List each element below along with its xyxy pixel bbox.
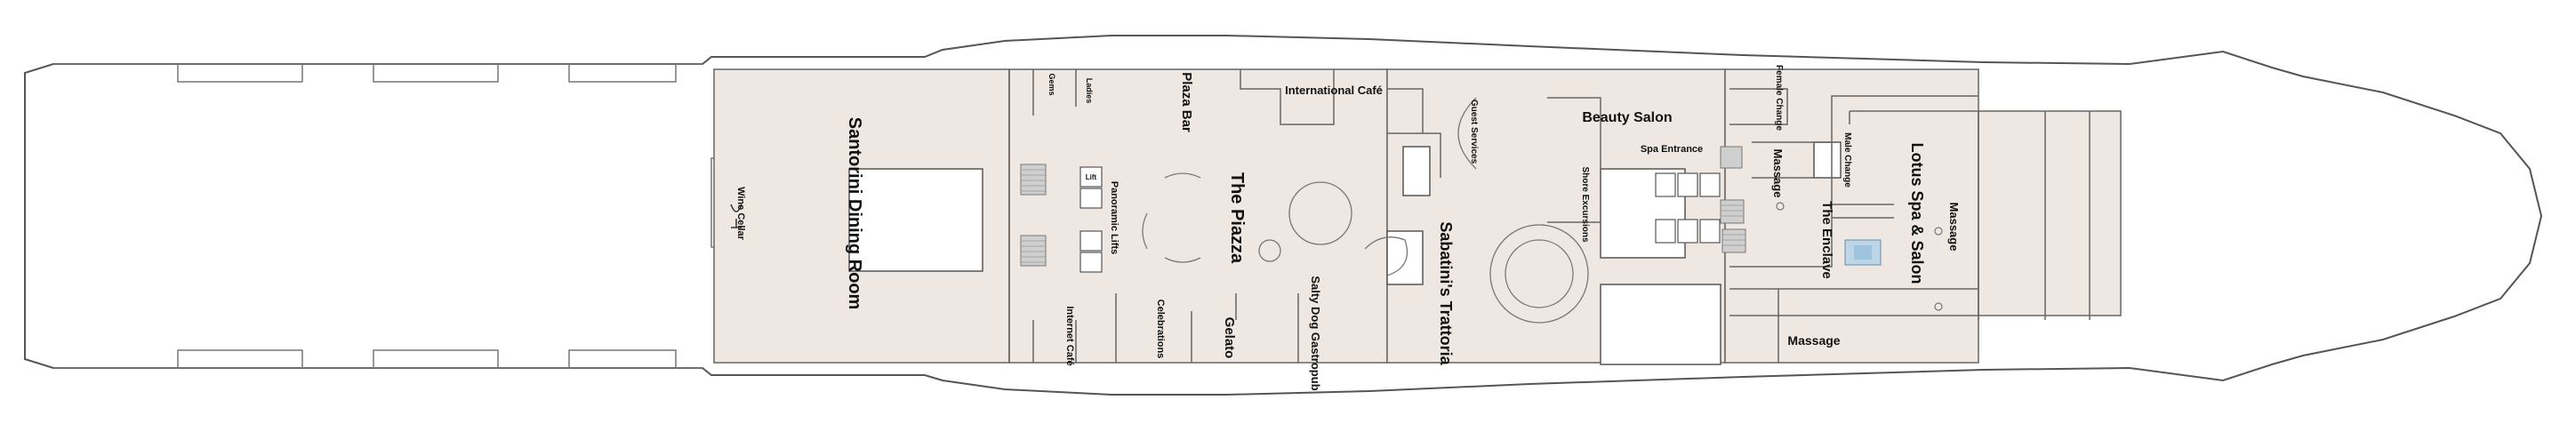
label-celebrations: Celebrations	[1155, 300, 1166, 359]
label-the-piazza: The Piazza	[1227, 172, 1247, 264]
label-international-cafe: International Café	[1285, 84, 1383, 97]
label-lift: Lift	[1086, 173, 1097, 181]
piazza-floor	[1008, 68, 1388, 364]
label-male-change: Male Change	[1842, 132, 1852, 188]
label-the-enclave: The Enclave	[1819, 201, 1834, 279]
label-shore-excursions: Shore Excursions	[1580, 166, 1590, 242]
label-wine-cellar: Wine Cellar	[735, 187, 746, 241]
label-sabatinis-trattoria: Sabatini's Trattoria	[1437, 221, 1455, 365]
label-ladies: Ladies	[1085, 78, 1094, 104]
labels: Santorini Dining Room Wine Cellar Gems L…	[735, 65, 1961, 391]
label-beauty-salon: Beauty Salon	[1582, 110, 1672, 125]
pool-icon	[1844, 239, 1882, 266]
spa-features	[1776, 202, 1943, 311]
stair-treads	[1021, 169, 1745, 263]
label-gems: Gems	[1047, 73, 1056, 95]
piazza-features	[1142, 97, 1589, 324]
spa-floor	[1724, 68, 1979, 364]
label-massage-aft: Massage	[1787, 333, 1840, 348]
label-plaza-bar: Plaza Bar	[1179, 72, 1194, 132]
label-guest-services: Guest Services	[1469, 100, 1479, 164]
label-female-change: Female Change	[1774, 65, 1784, 131]
label-salty-dog-gastropub: Salty Dog Gastropub	[1309, 276, 1322, 390]
wine-glass-icon	[730, 204, 742, 228]
label-spa-entrance: Spa Entrance	[1641, 144, 1703, 155]
label-internet-cafe: Internet Café	[1064, 306, 1075, 365]
lotus-spa-floor	[1978, 110, 2122, 316]
label-gelato: Gelato	[1222, 317, 1237, 359]
label-panoramic-lifts: Panoramic Lifts	[1109, 181, 1119, 255]
lift-boxes	[1079, 166, 1721, 273]
label-lotus-spa-salon: Lotus Spa & Salon	[1908, 142, 1926, 284]
label-massage-fore: Massage	[1947, 203, 1961, 252]
label-santorini-dining-room: Santorini Dining Room	[845, 117, 864, 310]
walls	[1008, 69, 2090, 363]
label-massage-mid: Massage	[1771, 149, 1785, 198]
